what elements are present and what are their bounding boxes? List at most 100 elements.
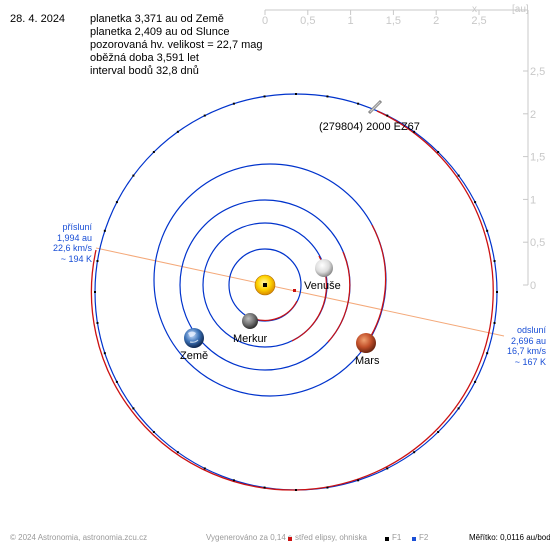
unit-label: [au] (512, 4, 529, 15)
asteroid-marker[interactable] (367, 99, 383, 115)
f1-legend-marker (385, 537, 389, 541)
venus-planet-icon[interactable] (315, 259, 333, 277)
f1-legend-label: F1 (392, 533, 402, 542)
orbit-point (295, 93, 297, 95)
orbit-point (486, 352, 489, 355)
orbit-point (176, 451, 179, 454)
earth-distance: planetka 3,371 au od Země (90, 13, 224, 25)
orbit-point (96, 260, 99, 263)
orbit-point (474, 380, 477, 383)
perihelion-speed: 22,6 km/s (52, 243, 92, 253)
orbit-point (457, 407, 460, 410)
asteroid-orbit-red (90, 110, 494, 491)
orbit-point (474, 201, 477, 204)
orbit-point (203, 114, 206, 117)
orbit-point (386, 114, 389, 117)
orbit-point (295, 489, 297, 491)
orbit-point (413, 130, 416, 133)
y-axis-ticks: 2,5 2 1,5 1 0,5 0 (523, 66, 545, 292)
x-axis-letter: x (472, 4, 477, 15)
orbit-point (493, 321, 496, 324)
orbit-point (326, 486, 329, 489)
x-tick-label: 1,5 (386, 15, 401, 27)
orbit-point (437, 431, 440, 434)
date-label: 28. 4. 2024 (10, 13, 66, 25)
orbit-point (457, 174, 460, 177)
point-interval: interval bodů 32,8 dnů (90, 65, 199, 77)
mars-label: Mars (355, 355, 380, 367)
asteroid-orbit-points (94, 93, 498, 491)
aphelion-temperature: ~ 167 K (514, 356, 546, 367)
f2-legend-marker (412, 537, 416, 541)
magnitude: pozorovaná hv. velikost = 22,7 mag (90, 39, 263, 51)
y-tick-label: 0,5 (530, 237, 545, 249)
orbit-point (386, 467, 389, 470)
sun-icon (254, 274, 276, 296)
axes: 0 0,5 1 1,5 2 2,5 2,5 2 1,5 1 0,5 0 x [au] (262, 4, 545, 292)
orbit-point (152, 431, 155, 434)
info-panel: planetka 3,371 au od Země planetka 2,409… (90, 13, 263, 78)
orbit-point (486, 229, 489, 232)
copyright-link[interactable]: © 2024 Astronomia, astronomia.zcu.cz (10, 533, 148, 542)
orbit-point (232, 102, 235, 105)
asteroid-label: (279804) 2000 EZ67 (319, 121, 420, 133)
aphelion-speed: 16,7 km/s (506, 346, 546, 356)
sun-distance: planetka 2,409 au od Slunce (90, 26, 230, 38)
orbit-point (326, 95, 329, 98)
y-tick-label: 1,5 (530, 152, 545, 164)
mercury-label: Merkur (233, 333, 268, 345)
centre-legend-marker (288, 537, 292, 541)
orbit-point (132, 407, 135, 410)
venus-label: Venuše (304, 280, 341, 292)
orbit-point (96, 321, 99, 324)
perihelion-distance: 1,994 au (56, 232, 92, 243)
earth-planet-icon[interactable] (184, 328, 204, 348)
x-tick-label: 0,5 (300, 15, 315, 27)
mars-planet-icon[interactable] (356, 333, 376, 353)
y-tick-label: 2,5 (530, 66, 545, 78)
centre-legend-label: střed elipsy, ohniska (295, 533, 367, 542)
perihelion-info: přísluní 1,994 au 22,6 km/s ~ 194 K (30, 222, 92, 264)
orbit-point (152, 150, 155, 153)
f2-legend-label: F2 (419, 533, 429, 542)
orbit-point (115, 380, 118, 383)
scale-label: Měřítko: 0,0116 au/bod (469, 533, 550, 542)
orbit-point (115, 201, 118, 204)
orbit-point (357, 102, 360, 105)
orbit-point (263, 486, 266, 489)
orbit-point (132, 174, 135, 177)
mars-orbit-red-arc (359, 224, 387, 353)
orbit-point (232, 479, 235, 482)
x-tick-label: 2,5 (471, 15, 486, 27)
orbit-point (176, 130, 179, 133)
x-axis-ticks: 0 0,5 1 1,5 2 2,5 (262, 10, 487, 27)
orbit-point (437, 150, 440, 153)
generated-time: Vygenerováno za 0,14 s (206, 533, 292, 542)
aphelion-info: odsluní 2,696 au 16,7 km/s ~ 167 K (492, 325, 546, 367)
orbit-point (103, 229, 106, 232)
earth-label: Země (180, 350, 208, 362)
perihelion-temperature: ~ 194 K (60, 253, 92, 264)
orbit-point (94, 291, 96, 293)
orbit-point (203, 467, 206, 470)
orbit-point (496, 291, 498, 293)
x-tick-label: 1 (348, 15, 354, 27)
y-tick-label: 2 (530, 109, 536, 121)
y-tick-label: 0 (530, 280, 536, 292)
x-tick-label: 2 (433, 15, 439, 27)
orbit-point (263, 95, 266, 98)
orbit-point (103, 352, 106, 355)
earth-orbit-red-arc (327, 251, 351, 343)
orbital-period: oběžná doba 3,591 let (90, 52, 199, 64)
orbit-point (493, 260, 496, 263)
mercury-planet-icon[interactable] (242, 313, 258, 329)
ellipse-centre-marker (293, 289, 296, 292)
orbit-point (413, 451, 416, 454)
perihelion-title: přísluní (62, 222, 92, 232)
orbit-point (357, 479, 360, 482)
aphelion-title: odsluní (516, 325, 546, 335)
x-tick-label: 0 (262, 15, 268, 27)
y-tick-label: 1 (530, 194, 536, 206)
mercury-orbit-red-arc (251, 300, 298, 322)
